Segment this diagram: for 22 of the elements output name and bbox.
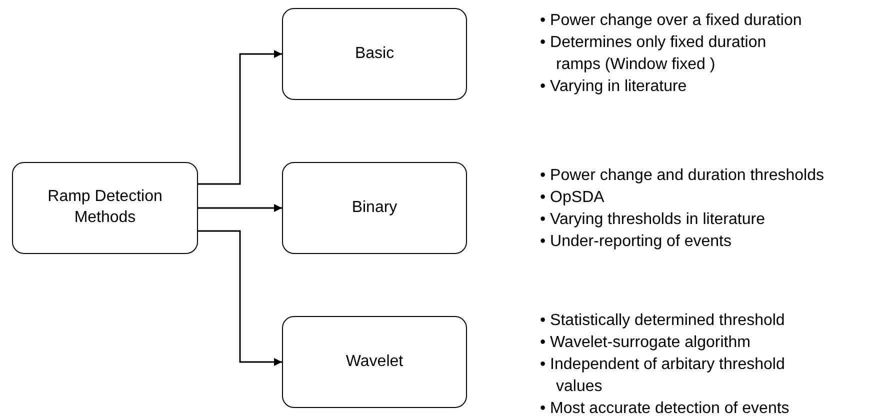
node-label: Ramp Detection Methods bbox=[46, 187, 164, 228]
node-label: Wavelet bbox=[346, 352, 404, 372]
node-label: Basic bbox=[354, 44, 394, 64]
bullet-point: • Under-reporting of events bbox=[540, 232, 732, 252]
arrow bbox=[198, 50, 282, 185]
bullet-point: • Wavelet-surrogate algorithm bbox=[540, 333, 752, 353]
arrow bbox=[198, 230, 282, 366]
bullet-point: • Statistically determined threshold bbox=[540, 311, 786, 331]
bullet-point: • Most accurate detection of events bbox=[540, 399, 790, 417]
bullet-point: • Determines only fixed duration ramps (Window fixed ) bbox=[540, 33, 768, 75]
process-box bbox=[282, 8, 467, 100]
bullet-point: • OpSDA bbox=[540, 188, 606, 208]
bullet-point: • Independent of arbitary threshold values bbox=[540, 355, 786, 397]
process-box bbox=[282, 162, 467, 254]
node-label: Binary bbox=[352, 198, 398, 218]
bullet-point: • Varying in literature bbox=[540, 77, 688, 97]
bullet-point: • Power change over a fixed duration bbox=[540, 11, 803, 31]
bullet-point: • Varying thresholds in literature bbox=[540, 210, 766, 230]
arrow bbox=[198, 204, 282, 212]
process-box bbox=[12, 162, 198, 254]
bullet-point: • Power change and duration thresholds bbox=[540, 166, 826, 186]
process-box bbox=[282, 316, 467, 408]
